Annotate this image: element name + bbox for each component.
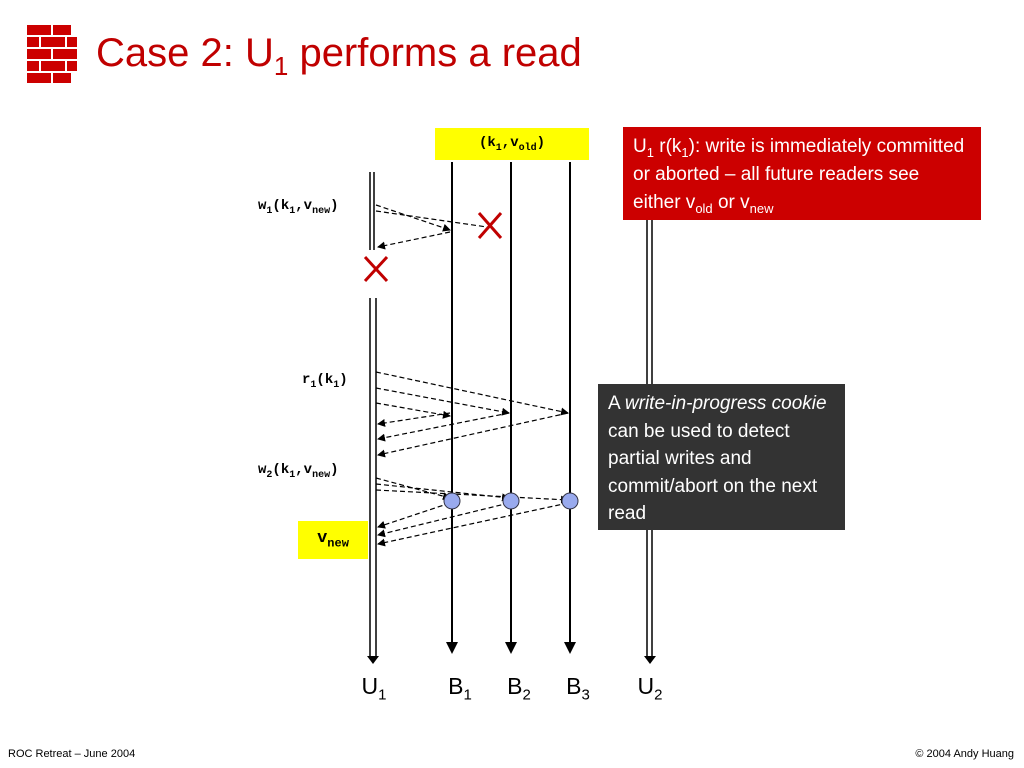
w1-label: w1(k1,vnew): [258, 198, 339, 217]
actor-label-u1: U1: [361, 673, 387, 704]
dark-note-box: A write-in-progress cookie can be used t…: [598, 384, 845, 530]
actor-label-b3: B3: [566, 673, 590, 704]
cross-icon: [477, 212, 503, 239]
result-label: vnew: [317, 529, 349, 551]
circle-marker-icon: [502, 492, 520, 510]
initial-state-label: (k1,vold): [478, 134, 546, 154]
lifeline-u2-arrowhead: [644, 656, 656, 664]
r1-label: r1(k1): [302, 372, 348, 391]
w2-messages: [375, 477, 569, 547]
lifeline-u1: [369, 172, 377, 656]
w1-messages: [375, 204, 488, 250]
red-note-box: U1 r(k1): write is immediately committed…: [623, 127, 981, 220]
lifeline-u1-arrowhead: [367, 656, 379, 664]
actor-label-b2: B2: [507, 673, 531, 704]
w2-label: w2(k1,vnew): [258, 462, 339, 481]
r1-messages: [375, 371, 569, 458]
result-box: vnew: [298, 521, 368, 559]
circle-marker-icon: [561, 492, 579, 510]
actor-label-b1: B1: [448, 673, 472, 704]
initial-state-box: (k1,vold): [435, 128, 589, 160]
circle-marker-icon: [443, 492, 461, 510]
brick-wall-icon: [24, 22, 80, 86]
footer-right: © 2004 Andy Huang: [915, 748, 1014, 760]
actor-label-u2: U2: [637, 673, 663, 704]
footer-left: ROC Retreat – June 2004: [8, 748, 136, 760]
cross-icon: [363, 255, 389, 283]
page-title: Case 2: U1 performs a read: [96, 31, 582, 81]
